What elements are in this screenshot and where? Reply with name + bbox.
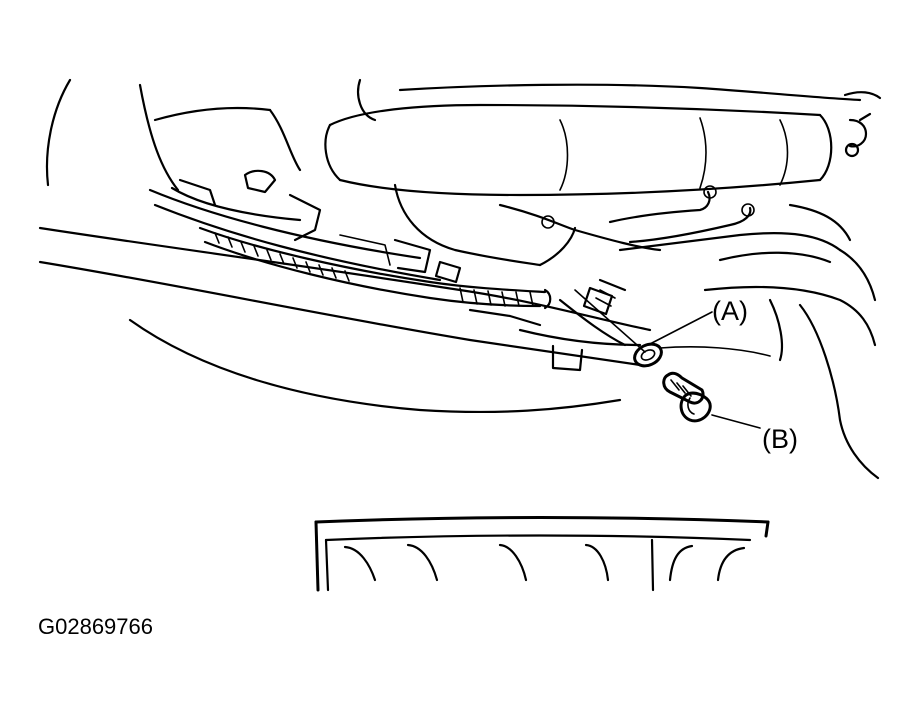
drain-plug: [662, 371, 712, 423]
gasket-leader-line: [647, 311, 713, 346]
oil-pan-flange: [38, 188, 652, 414]
ribbed-hose: [198, 226, 552, 310]
plug-leader-line: [711, 414, 761, 429]
engine-outline: [45, 78, 302, 222]
drain-axis-line: [574, 289, 646, 353]
callout-b-label: (B): [762, 424, 798, 454]
wiring-harness: [393, 183, 755, 267]
callout-a-label: (A): [712, 296, 748, 326]
drain-plug-callout: (B): [662, 371, 798, 454]
bracket-parts: [178, 169, 462, 284]
upper-pipe: [324, 78, 882, 197]
right-housing: [618, 203, 880, 480]
oil-pan-section: [314, 516, 770, 592]
figure-code: G02869766: [38, 614, 153, 639]
gasket-washer: [633, 342, 663, 368]
gasket-hole: [640, 349, 656, 361]
gasket-callout: (A): [574, 289, 748, 368]
